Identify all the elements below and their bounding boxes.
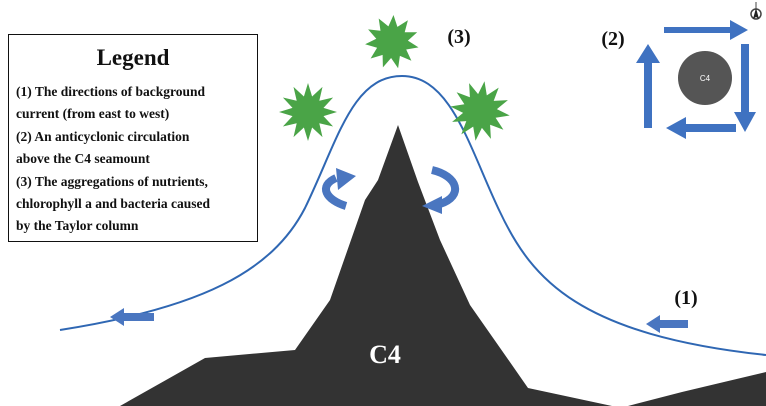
legend-line: (2) An anticyclonic circulation [16,128,190,144]
box-arrow-bottom-icon [666,117,736,139]
marker-1: (1) [674,287,697,309]
circulation-arrow-left-icon [322,174,348,210]
c4-seamount [120,125,612,406]
marker-3: (3) [447,26,470,48]
box-arrow-left-icon [636,44,660,128]
mini-seamount-label: C4 [700,74,711,83]
seafloor-right [628,372,766,406]
legend-title: Legend [96,45,170,70]
legend-box: Legend (1) The directions of background … [8,34,258,242]
box-arrow-top-icon [664,20,748,40]
legend-lines: (1) The directions of background current… [16,81,256,238]
legend-line: (3) The aggregations of nutrients, [16,173,208,189]
current-arrow-right-icon [646,315,688,333]
compass-icon [750,2,762,20]
starburst-icon [365,15,419,69]
circulation-arrow-right-icon [430,166,460,208]
circulation-arrow-left-head [336,168,356,190]
current-arrow-left-icon [110,308,154,326]
mountain-label: C4 [369,340,401,369]
starburst-icon [279,83,337,141]
legend-line: above the C4 seamount [16,151,150,167]
current-line [59,74,766,356]
box-arrow-right-icon [734,44,756,132]
marker-2: (2) [601,28,624,50]
legend-line: (1) The directions of background [16,84,206,99]
legend-line: current (from east to west) [16,106,170,122]
legend-line: chlorophyll a and bacteria caused [16,196,211,212]
legend-line: by the Taylor column [16,218,139,234]
mini-seamount-circle [678,51,732,105]
starburst-icon [450,81,510,141]
circulation-arrow-right-head [422,196,442,214]
